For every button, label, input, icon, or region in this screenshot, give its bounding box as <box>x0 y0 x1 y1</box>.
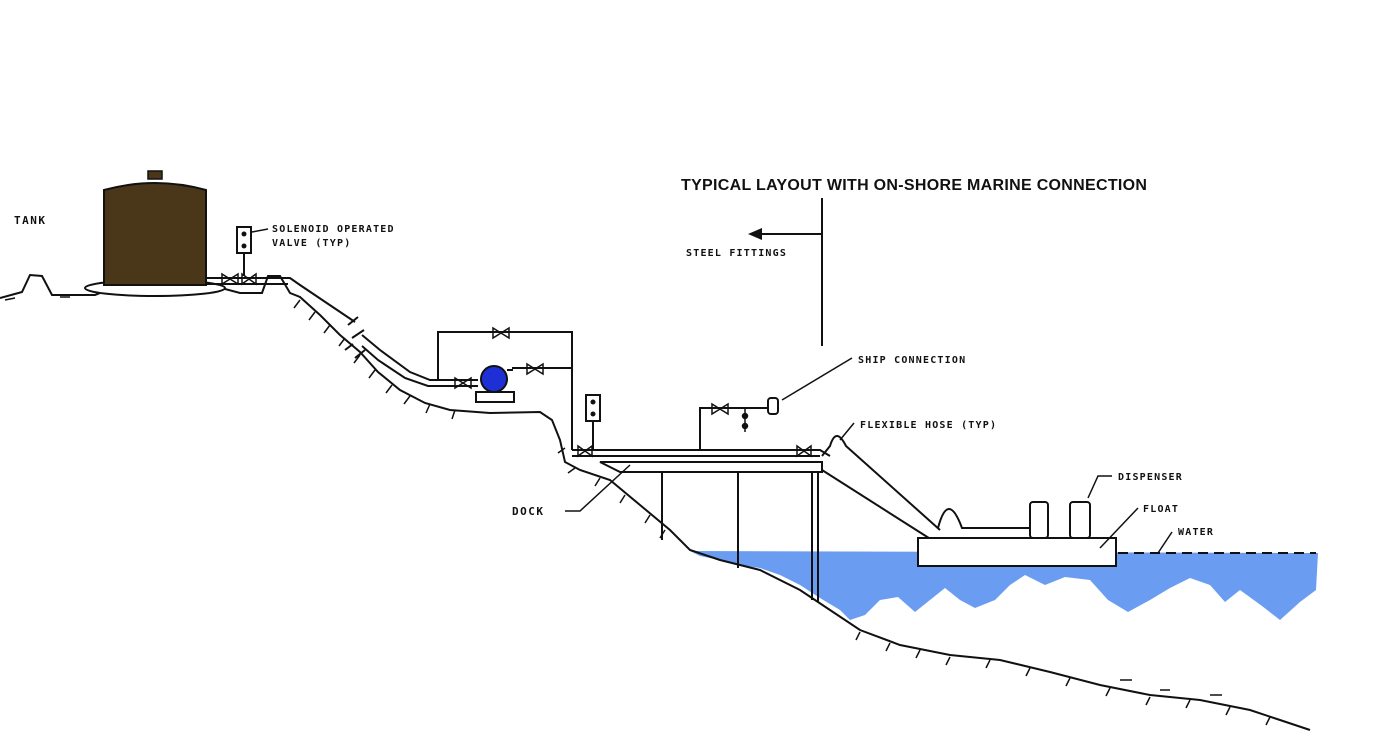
gate-valve-icon <box>221 272 257 286</box>
pump-supply-pipe-lower <box>361 345 478 387</box>
ground-line <box>0 273 1311 731</box>
dock-deck <box>599 461 823 473</box>
dock-pipe <box>572 449 831 457</box>
flexible-hose-leader <box>839 422 855 441</box>
solenoid-label-line2: VALVE (TYP) <box>272 238 351 249</box>
ship-connection-leader <box>781 357 853 401</box>
water-leader <box>1157 531 1173 554</box>
flexible-hose <box>821 435 941 531</box>
ground-hatching <box>293 299 1271 726</box>
dispenser-unit <box>1069 501 1091 539</box>
diagram-title: TYPICAL LAYOUT WITH ON-SHORE MARINE CONN… <box>681 177 1147 194</box>
arrow-left-icon <box>748 228 762 240</box>
dispenser-label: DISPENSER <box>1118 472 1183 483</box>
water-body <box>690 551 1318 620</box>
solenoid-valve-icon <box>236 226 252 276</box>
centrifugal-pump-icon <box>475 365 515 403</box>
ship-connection-label: SHIP CONNECTION <box>858 355 966 366</box>
float-platform <box>917 537 1117 567</box>
float-leader <box>1099 507 1139 549</box>
solenoid-valve-icon <box>585 394 601 450</box>
solenoid-leader <box>251 228 269 233</box>
pipe-break-symbol <box>344 316 366 359</box>
gate-valve-icon <box>577 444 812 458</box>
ground-dashes <box>4 296 1222 696</box>
dispenser-unit <box>1029 501 1049 539</box>
gate-valve-icon <box>454 326 544 390</box>
bypass-pipe <box>437 331 573 450</box>
ship-connection-pipe <box>699 407 770 450</box>
pump-supply-pipe <box>361 334 478 381</box>
water-label: WATER <box>1178 527 1214 538</box>
solenoid-label-line1: SOLENOID OPERATED <box>272 224 395 235</box>
steel-fittings-label: STEEL FITTINGS <box>686 248 787 259</box>
hose-loop <box>937 508 1030 529</box>
flexible-hose-label: FLEXIBLE HOSE (TYP) <box>860 420 997 431</box>
gate-valve-icon <box>711 402 729 416</box>
solenoid-valve-icon <box>741 408 749 432</box>
ship-connection-coupling <box>767 397 779 415</box>
flexible-hose-lower <box>821 469 933 541</box>
dispenser-leader <box>1087 475 1112 499</box>
tank-vent <box>147 170 163 180</box>
tank-body <box>103 182 207 286</box>
tank <box>84 170 226 297</box>
dock-label: DOCK <box>512 505 545 518</box>
float-label: FLOAT <box>1143 504 1179 515</box>
tank-label: TANK <box>14 214 47 227</box>
dock-leader <box>565 464 631 512</box>
